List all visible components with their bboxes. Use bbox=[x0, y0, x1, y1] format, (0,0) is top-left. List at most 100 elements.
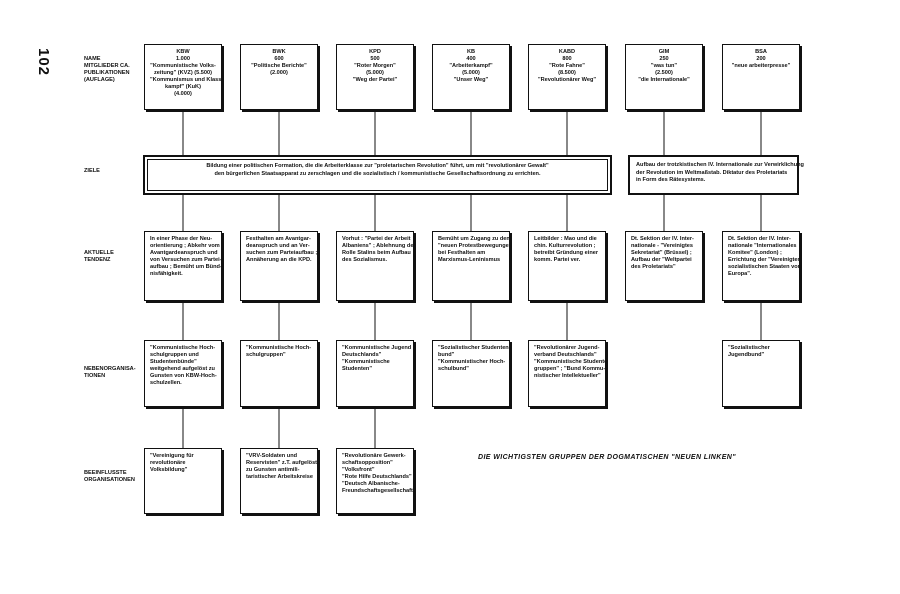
name-line: "Kommunismus und Klassen- bbox=[150, 77, 222, 83]
name-line: BSA bbox=[755, 49, 767, 55]
tendenz-line: Leitbilder : Mao und die bbox=[534, 236, 597, 242]
tendenz-line: nisfähigkeit. bbox=[150, 271, 183, 277]
goals-box-main: Bildung einer politischen Formation, die… bbox=[143, 155, 612, 195]
neben-line: schulbund" bbox=[438, 366, 469, 372]
tendenz-box-bwk: Festhalten am Avantgar-deanspruch und an… bbox=[240, 231, 318, 301]
tendenz-line: Europa". bbox=[728, 271, 752, 277]
tendenz-line: Bemüht um Zugang zu den bbox=[438, 236, 510, 242]
beeinflusst-box-kpd: "Revolutionäre Gewerk-schaftsopposition"… bbox=[336, 448, 414, 514]
neben-box-kabd: "Revolutionärer Jugend-verband Deutschla… bbox=[528, 340, 606, 407]
name-line: BWK bbox=[272, 49, 286, 55]
name-line: (8.500) bbox=[558, 70, 576, 76]
neben-line: Studenten" bbox=[342, 366, 372, 372]
neben-line: bund" bbox=[438, 352, 455, 358]
neben-line: verband Deutschlands" bbox=[534, 352, 597, 358]
neben-box-kb: "Sozialistischer Studenten-bund""Kommuni… bbox=[432, 340, 510, 407]
tendenz-line: Aufbau der "Weltpartei bbox=[631, 257, 692, 263]
neben-line: "Sozialistischer Studenten- bbox=[438, 345, 510, 351]
tendenz-box-kbw: In einer Phase der Neu-orientierung ; Ab… bbox=[144, 231, 222, 301]
beeinflusst-line: Reservisten" z.T. aufgelöst bbox=[246, 460, 318, 466]
neben-line: schulzellen. bbox=[150, 380, 182, 386]
name-line: 1.000 bbox=[176, 56, 190, 62]
name-line: (5.000) bbox=[366, 70, 384, 76]
name-line: "neue arbeiterpresse" bbox=[731, 63, 791, 69]
row-label-ziele: ZIELE bbox=[84, 168, 100, 174]
tendenz-line: Avantgardeanspruch und bbox=[150, 250, 218, 256]
name-line: GIM bbox=[658, 49, 670, 55]
name-line: (2.500) bbox=[655, 70, 673, 76]
neben-line: Studentenbünde" bbox=[150, 359, 197, 365]
neben-line: "Kommunistischer Hoch- bbox=[438, 359, 506, 365]
beeinflusst-line: "VRV-Soldaten und bbox=[246, 453, 298, 459]
tendenz-box-gim: Dt. Sektion der IV. Inter-nationale - "V… bbox=[625, 231, 703, 301]
neben-line: "Kommunistische Jugend bbox=[342, 345, 412, 351]
tendenz-line: von Versuchen zum Partei- bbox=[150, 257, 222, 263]
name-line: 250 bbox=[659, 56, 669, 62]
name-line: "Arbeiterkampf" bbox=[449, 63, 493, 69]
tendenz-line: orientierung ; Abkehr vom bbox=[150, 243, 220, 249]
goals-main-line-2: den bürgerlichen Staatsapparat zu zersch… bbox=[214, 170, 541, 177]
beeinflusst-line: Volksbildung" bbox=[150, 467, 188, 473]
name-line: "Kommunistische Volks- bbox=[150, 63, 216, 69]
name-line: "Unser Weg" bbox=[453, 77, 489, 83]
tendenz-line: komm. Partei ver. bbox=[534, 257, 581, 263]
beeinflusst-line: "Revolutionäre Gewerk- bbox=[342, 453, 406, 459]
tendenz-line: Dt. Sektion der IV. Inter- bbox=[631, 236, 694, 242]
tendenz-line: aufbau ; Bemüht um Bünd- bbox=[150, 264, 222, 270]
tendenz-line: betreibt Gründung einer bbox=[534, 250, 599, 256]
tendenz-line: suchen zum Parteiaufbau ; bbox=[246, 250, 318, 256]
neben-line: "Revolutionärer Jugend- bbox=[534, 345, 600, 351]
tendenz-line: chin. Kulturrevolution ; bbox=[534, 243, 596, 249]
name-line: 500 bbox=[370, 56, 380, 62]
tendenz-line: Rolle Stalins beim Aufbau bbox=[342, 250, 411, 256]
row-label-tendenz: AKTUELLE TENDENZ bbox=[84, 250, 114, 263]
row-label-nebenorganisationen: NEBENORGANISA- TIONEN bbox=[84, 366, 136, 379]
neben-line: "Sozialistischer bbox=[728, 345, 770, 351]
goals-main-line-1: Bildung einer politischen Formation, die… bbox=[206, 163, 549, 169]
tendenz-line: nationale - "Vereinigtes bbox=[631, 243, 694, 249]
tendenz-line: bei Festhalten am bbox=[438, 250, 486, 256]
tendenz-line: "neuen Protestbewegungen" bbox=[438, 243, 510, 249]
beeinflusst-line: "Volksfront" bbox=[342, 467, 375, 473]
beeinflusst-line: taristischer Arbeitskreise bbox=[246, 474, 313, 480]
name-line: "Weg der Partei" bbox=[352, 77, 398, 83]
row-label-beeinflusste-organisationen: BEEINFLUSSTE ORGANISATIONEN bbox=[84, 470, 135, 483]
beeinflusst-line: "Rote Hilfe Deutschlands" bbox=[342, 474, 412, 480]
name-line: "Rote Fahne" bbox=[549, 63, 585, 69]
neben-line: nistischer Intellektueller" bbox=[534, 373, 601, 379]
tendenz-box-bsa: Dt. Sektion der IV. Inter-nationale "Int… bbox=[722, 231, 800, 301]
goals-box-trotzkist: Aufbau der trotzkistischen IV. Internati… bbox=[628, 155, 804, 195]
neben-line: "Kommunistische Hoch- bbox=[246, 345, 312, 351]
tendenz-line: deanspruch und an Ver- bbox=[246, 243, 310, 249]
tendenz-line: Marxismus-Leninismus bbox=[438, 257, 501, 263]
neben-box-bwk: "Kommunistische Hoch-schulgruppen" bbox=[240, 340, 318, 407]
neben-line: Gunsten von KBW-Hoch- bbox=[150, 373, 217, 379]
tendenz-box-kb: Bemüht um Zugang zu den"neuen Protestbew… bbox=[432, 231, 510, 301]
name-line: (5.000) bbox=[462, 70, 480, 76]
tendenz-line: Komitee" (London) ; bbox=[728, 250, 782, 256]
neben-line: schulgruppen und bbox=[150, 352, 199, 358]
name-line: KABD bbox=[558, 49, 576, 55]
name-line: kampf" (KuK) bbox=[165, 84, 201, 90]
goals-trotzkist-line-2: der Revolution im Weltmaßstab. Diktatur … bbox=[636, 169, 788, 176]
goals-trotzkist-line-1: Aufbau der trotzkistischen IV. Internati… bbox=[636, 162, 804, 168]
tendenz-line: In einer Phase der Neu- bbox=[150, 236, 213, 242]
goals-trotzkist-line-3: in Form des Rätesystems. bbox=[636, 177, 706, 183]
name-line: (4.000) bbox=[174, 91, 192, 97]
name-line: (2.000) bbox=[270, 70, 288, 76]
name-line: 800 bbox=[562, 56, 572, 62]
tendenz-line: sozialistischen Staaten von bbox=[728, 264, 800, 270]
neben-line: "Kommunistische bbox=[342, 359, 390, 365]
neben-line: weitgehend aufgelöst zu bbox=[150, 366, 215, 372]
beeinflusst-line: schaftsopposition" bbox=[342, 460, 393, 466]
name-line: 600 bbox=[274, 56, 284, 62]
name-line: "was tun" bbox=[650, 63, 678, 69]
